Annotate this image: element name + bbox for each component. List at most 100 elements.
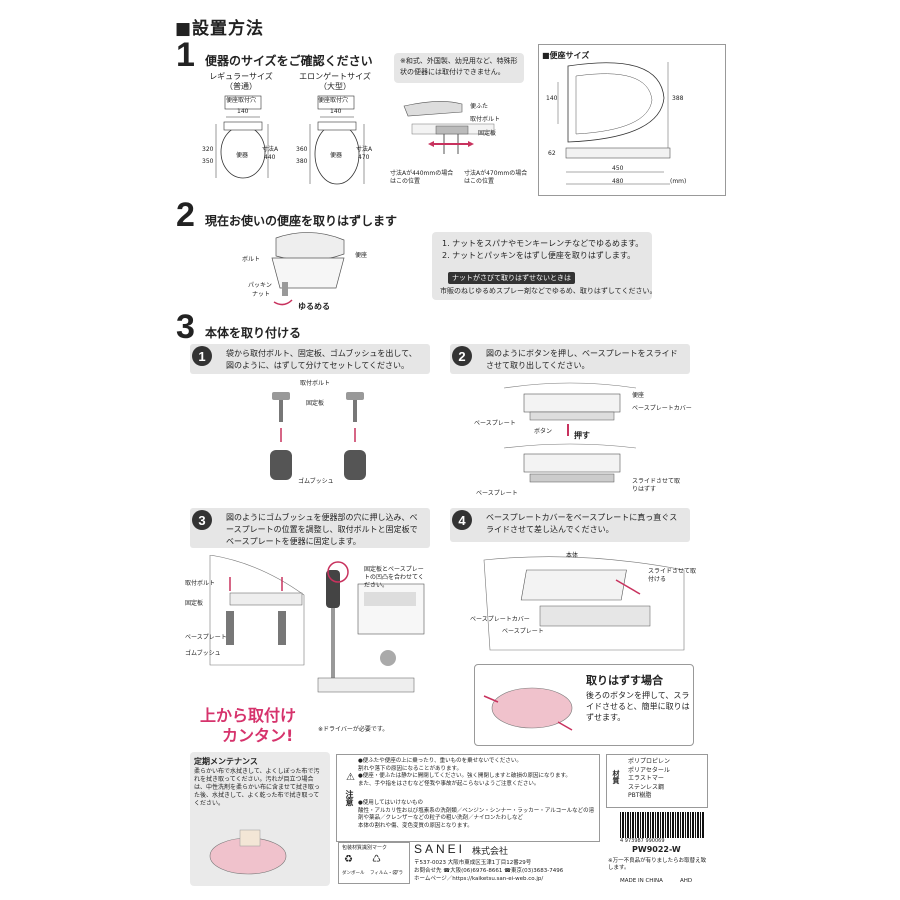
product-code: PW9022-W bbox=[632, 845, 681, 854]
replacement-note: ※万一不良品が有りましたらお取替え致します。 bbox=[608, 858, 707, 871]
elongated-size-title: エロンゲートサイズ bbox=[299, 72, 371, 81]
seat-size-diagram bbox=[557, 62, 671, 185]
special-toilet-note: ※和式、外国製、幼児用など、特殊形状の便器には取付けできません。 bbox=[394, 53, 524, 83]
elongated-dim-360: 360 bbox=[296, 146, 308, 153]
sub3-bushing-label: ゴムブッシュ bbox=[185, 650, 221, 657]
step2-nut-label: ナット bbox=[252, 291, 271, 298]
sub3-callout: 固定板とベースプレートの凹凸を合わせてください。 bbox=[364, 566, 424, 589]
recycle-plastic-icon: ♺ bbox=[372, 854, 381, 865]
sub2-seat-label: 便座 bbox=[632, 392, 645, 399]
sub4-cover-label: ベースプレートカバー bbox=[470, 616, 530, 623]
caution-icon: ⚠ bbox=[346, 772, 355, 783]
step2-tip-text: 市販のねじゆるめスプレー剤などでゆるめ、取りはずしてください。 bbox=[440, 287, 657, 295]
recycle-panel bbox=[338, 842, 410, 884]
step2-bolt-label: ボルト bbox=[242, 256, 261, 263]
part-lid-label: 便ふた bbox=[470, 103, 489, 110]
elongated-size-label: エロンゲートサイズ （大型） bbox=[292, 72, 378, 92]
sub3-slogan: 上から取付け カンタン! bbox=[200, 706, 296, 746]
company-address: 〒537-0023 大阪市東成区玉津1丁目12番29号 bbox=[414, 860, 532, 866]
step2-tip-title: ナットがさびて取りはずせないときは bbox=[448, 272, 575, 284]
step-1-title: 便器のサイズをご確認ください bbox=[205, 54, 373, 68]
sub3-bolt-label: 取付ボルト bbox=[185, 580, 216, 587]
sub2-cover-label: ベースプレートカバー bbox=[632, 405, 692, 412]
recycle-mark-3: プラ bbox=[394, 871, 403, 876]
sub2-baseplate-label-2: ベースプレート bbox=[476, 490, 518, 497]
caution-label: 注意 bbox=[345, 790, 354, 806]
cleaning-diagram bbox=[209, 829, 287, 875]
bolt-position-diagram bbox=[403, 101, 495, 154]
regular-size-title: レギュラーサイズ bbox=[209, 72, 273, 81]
sub2-baseplate-label-1: ベースプレート bbox=[474, 420, 516, 427]
elongated-hole-width: 140 bbox=[330, 108, 342, 115]
elongated-bowl-diagram bbox=[309, 95, 365, 185]
sub2-push-label: 押す bbox=[574, 431, 590, 440]
sub3-slogan-line1: 上から取付け bbox=[200, 706, 297, 725]
sub3-baseplate-label: ベースプレート bbox=[185, 634, 227, 641]
material-2: ポリアセタール bbox=[628, 766, 670, 774]
materials-label: 材質 bbox=[612, 770, 620, 784]
material-4: ステンレス鋼 bbox=[628, 783, 665, 791]
seat-dim-450: 450 bbox=[612, 165, 624, 172]
sub4-body-label: 本体 bbox=[566, 552, 579, 559]
maintenance-text: 柔らかい布で水拭きして、よくしぼった布で汚れを拭き取ってください。汚れが目立つ場… bbox=[194, 768, 320, 807]
removal-panel bbox=[474, 664, 694, 746]
sub2-button-label: ボタン bbox=[534, 428, 553, 435]
material-1: ポリプロピレン bbox=[628, 758, 671, 765]
regular-bowl-label: 便器 bbox=[236, 152, 249, 159]
sub4-baseplate-label: ベースプレート bbox=[502, 628, 544, 635]
part-plate-label: 固定板 bbox=[478, 130, 497, 137]
company-website[interactable]: ホームページ／https://kaiketsu.san-ei-web.co.jp… bbox=[414, 876, 544, 882]
regular-bowl-diagram bbox=[215, 95, 269, 179]
elongated-dimA-label: 寸法A bbox=[356, 146, 373, 153]
seat-dim-388: 388 bbox=[672, 95, 684, 102]
step2-packing-label: パッキン bbox=[248, 282, 272, 289]
sub2-bar: 図のようにボタンを押し、ベースプレートをスライドさせて取り出してください。 bbox=[450, 344, 690, 374]
materials-list: ポリプロピレン ポリアセタール エラストマー ステンレス鋼 PBT樹脂 bbox=[628, 758, 670, 801]
caution-line-4: また、手や指をはさむなど怪我や事故が起こらないようご注意ください。 bbox=[358, 780, 540, 787]
position-440-note: 寸法Aが440mmの場合はこの位置 bbox=[390, 170, 454, 185]
elongated-hole-label: 便座取付穴 bbox=[318, 97, 349, 104]
step-1-number: 1 bbox=[176, 36, 195, 74]
caution-line-5: ●使用してはいけないもの bbox=[358, 800, 424, 806]
sub1-bushing-label: ゴムブッシュ bbox=[298, 478, 334, 485]
regular-dimA-value: 440 bbox=[264, 154, 276, 161]
step-2-number: 2 bbox=[176, 196, 195, 234]
seat-size-title: ■便座サイズ bbox=[542, 51, 590, 60]
sub3-bar: 図のようにゴムブッシュを便器部の穴に押し込み、ベースプレートの位置を調整し、取付… bbox=[190, 508, 430, 548]
barcode-number: 4 973987 990069 bbox=[620, 838, 665, 844]
removal-title: 取りはずす場合 bbox=[586, 674, 663, 687]
seat-unit: (mm) bbox=[670, 178, 687, 185]
elongated-size-sub: （大型） bbox=[319, 82, 351, 91]
sub3-slogan-line2: カンタン! bbox=[222, 726, 294, 745]
sub1-plate-label: 固定板 bbox=[306, 400, 325, 407]
regular-size-sub: （普通） bbox=[225, 82, 257, 91]
step-2-title: 現在お使いの便座を取りはずします bbox=[205, 214, 398, 228]
removal-diagram bbox=[483, 687, 573, 731]
removal-text: 後ろのボタンを押して、スライドさせると、簡単に取りはずせます。 bbox=[586, 691, 690, 722]
step2-instruction-1: 1. ナットをスパナやモンキーレンチなどでゆるめます。 bbox=[442, 239, 644, 248]
sub1-bar: 袋から取付ボルト、固定板、ゴムブッシュを出して、図のように、はずして分けてセット… bbox=[190, 344, 430, 374]
material-3: エラストマー bbox=[628, 775, 664, 782]
caution-line-2: 割れや落下の原因になることがあります。 bbox=[358, 765, 462, 772]
seat-dim-62: 62 bbox=[548, 150, 556, 157]
bowl-mount-diagram bbox=[209, 555, 305, 666]
caution-line-3: ●便座・便ふたは静かに開閉してください。強く開閉しますと破損の原因になります。 bbox=[358, 773, 571, 779]
company-brand: SANEI bbox=[414, 842, 466, 856]
made-in: MADE IN CHINA bbox=[620, 878, 663, 884]
seat-dim-480: 480 bbox=[612, 178, 624, 185]
screwdriver-diagram bbox=[317, 561, 425, 693]
regular-dim-350: 350 bbox=[202, 158, 214, 165]
step-3-title: 本体を取り付ける bbox=[205, 326, 302, 340]
company-suffix: 株式会社 bbox=[472, 847, 509, 857]
step2-instruction-2: 2. ナットとパッキンをはずし便座を取りはずします。 bbox=[442, 251, 636, 260]
sub1-bolt-label: 取付ボルト bbox=[300, 380, 331, 387]
seat-dim-140: 140 bbox=[546, 95, 558, 102]
recycle-mark-2: フィルム・袋 bbox=[370, 871, 397, 876]
caution-line-6: 酸性・アルカリ性お以び塩素系の洗剤類／ベンジン・シンナー・ラッカー・アルコールな… bbox=[358, 807, 595, 822]
regular-hole-label: 便座取付穴 bbox=[226, 97, 257, 104]
sub4-number: 4 bbox=[452, 510, 472, 530]
elongated-bowl-label: 便器 bbox=[330, 152, 343, 159]
part-bolt-label: 取付ボルト bbox=[470, 116, 501, 123]
sub3-plate-label: 固定板 bbox=[185, 600, 204, 607]
barcode bbox=[620, 812, 704, 838]
